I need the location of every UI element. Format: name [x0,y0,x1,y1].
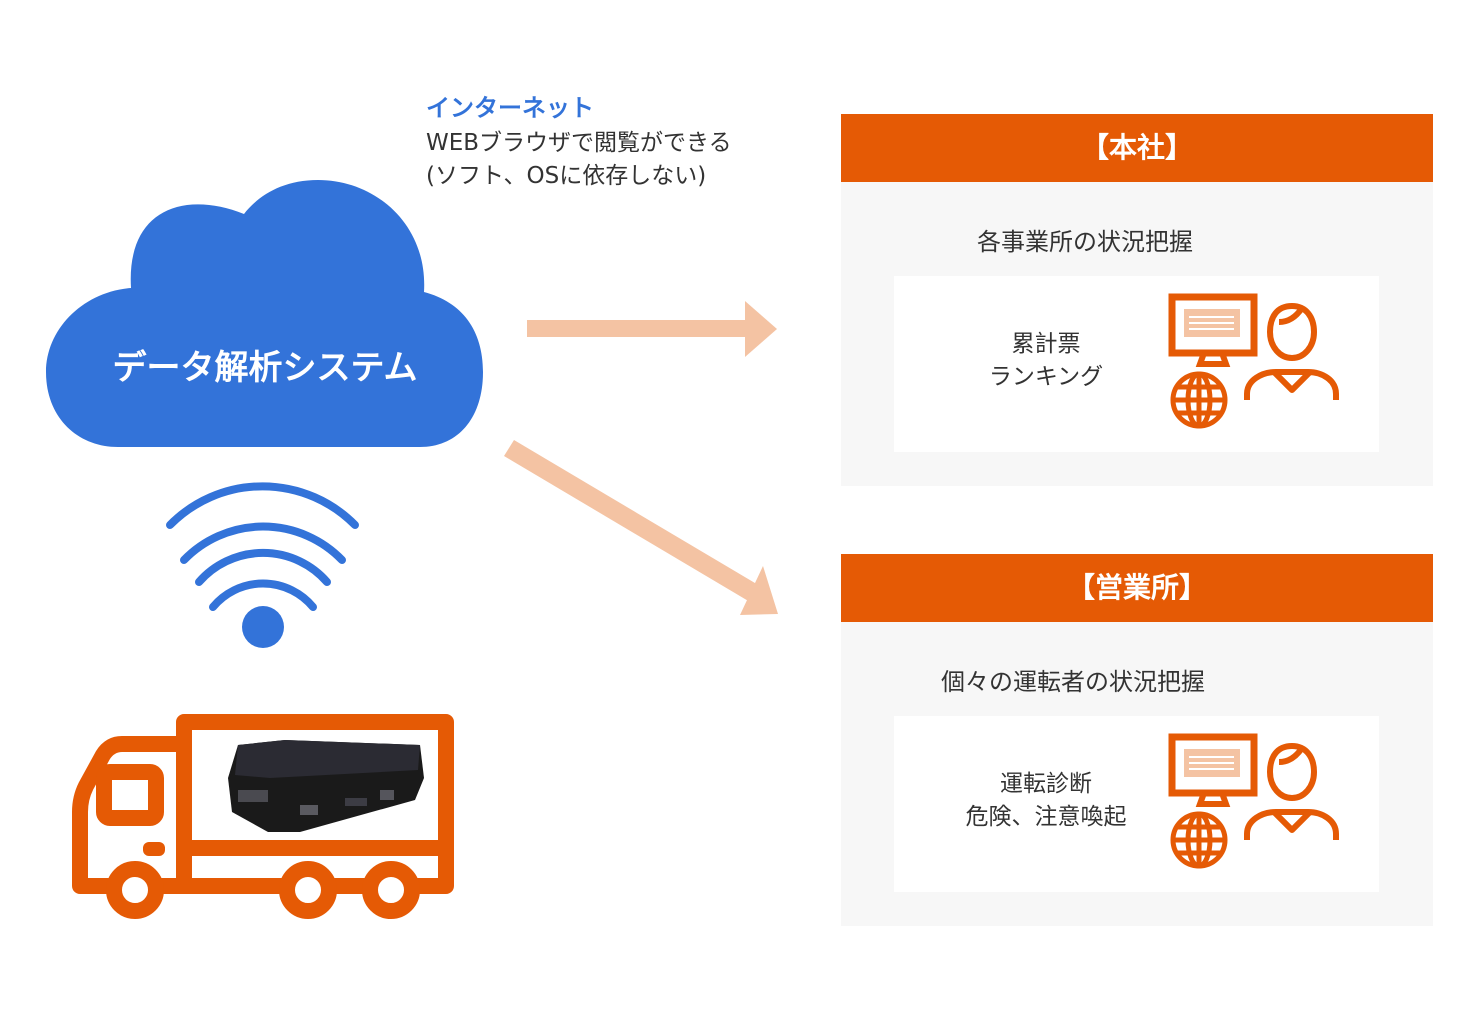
monitor-icon [1168,733,1258,807]
person-icon [1244,303,1339,400]
panel-header: 【営業所】 [841,554,1433,622]
internet-description-line2: (ソフト、OSに依存しない) [426,163,707,189]
globe-icon [1170,371,1228,429]
user-terminal-icon [1168,733,1339,869]
truck-wheels [106,861,420,919]
arrow-icon-to-hq [527,301,777,357]
wifi-icon [166,482,359,648]
panel-head-office: 【本社】 各事業所の状況把握 累計票 ランキング [841,114,1433,486]
internet-description-line1: WEBブラウザで閲覧ができる [426,130,732,156]
globe-icon [1170,811,1228,869]
card-text: 運転診断 危険、注意喚起 [934,768,1158,834]
user-terminal-icon [1168,293,1339,429]
person-icon [1244,743,1339,840]
panel-header: 【本社】 [841,114,1433,182]
panel-card: 累計票 ランキング [894,276,1379,452]
panel-branch-office: 【営業所】 個々の運転者の状況把握 運転診断 危険、注意喚起 [841,554,1433,926]
arrow-icon-to-branch [504,440,778,615]
card-line: 運転診断 [1000,771,1092,797]
card-text: 累計票 ランキング [934,328,1158,394]
card-line: ランキング [988,364,1104,390]
panel-subtitle: 個々の運転者の状況把握 [941,668,1205,696]
internet-title: インターネット [426,94,594,122]
panel-card: 運転診断 危険、注意喚起 [894,716,1379,892]
panel-subtitle: 各事業所の状況把握 [977,228,1193,256]
cloud-label: データ解析システム [112,348,418,388]
card-line: 累計票 [1011,331,1081,357]
monitor-icon [1168,293,1258,367]
cloud-icon [46,180,483,447]
truck-icon [72,714,454,894]
recorder-device-icon [228,740,424,832]
card-line: 危険、注意喚起 [965,804,1127,830]
truck-light [143,842,165,856]
